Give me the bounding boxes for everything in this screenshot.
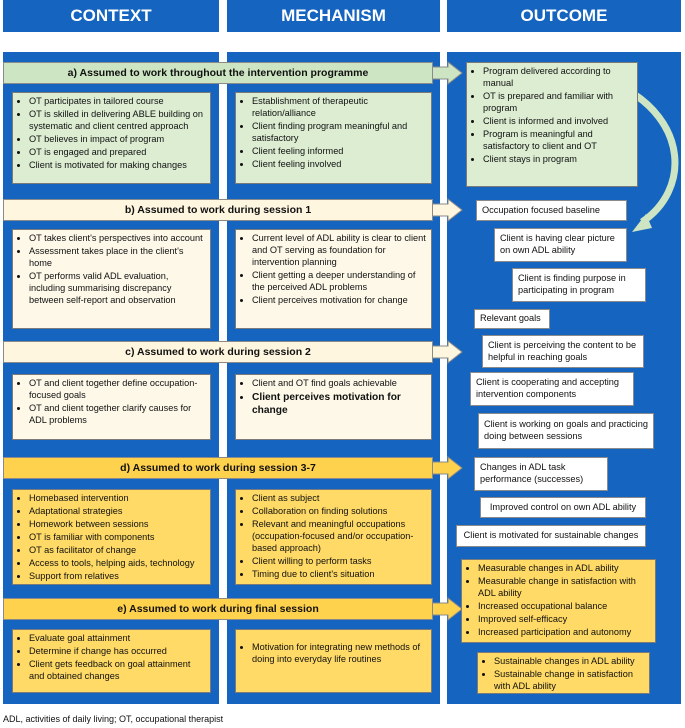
outcome-c1: Relevant goals xyxy=(474,309,550,329)
banner-b: b) Assumed to work during session 1 xyxy=(3,199,433,221)
list-item: OT is familiar with components xyxy=(29,532,205,544)
list-item: Program delivered according to manual xyxy=(483,66,632,90)
list-item: Client is motivated for making changes xyxy=(29,160,205,172)
mechanism-box-c: Client and OT find goals achievable Clie… xyxy=(235,374,432,440)
outcome-box-e1: Measurable changes in ADL ability Measur… xyxy=(461,559,656,643)
list-item: Establishment of therapeutic relation/al… xyxy=(252,96,426,120)
context-box-a: OT participates in tailored course OT is… xyxy=(12,92,211,184)
context-box-c: OT and client together define occupation… xyxy=(12,374,211,440)
list-item: Adaptational strategies xyxy=(29,506,205,518)
footnote: ADL, activities of daily living; OT, occ… xyxy=(3,714,224,724)
list-item: Sustainable change in satisfaction with … xyxy=(494,669,644,693)
outcome-b3: Client is finding purpose in participati… xyxy=(512,268,646,302)
list-item: OT is skilled in delivering ABLE buildin… xyxy=(29,109,205,133)
list-item: Client perceives motivation for change xyxy=(252,295,426,307)
outcome-d2: Improved control on own ADL ability xyxy=(480,497,646,518)
list-item: OT is engaged and prepared xyxy=(29,147,205,159)
banner-arrow-e xyxy=(431,596,463,622)
list-item: Client getting a deeper understanding of… xyxy=(252,270,426,294)
header-mechanism: MECHANISM xyxy=(227,0,440,32)
list-item: OT participates in tailored course xyxy=(29,96,205,108)
list-item: OT is prepared and familiar with program xyxy=(483,91,632,115)
list-item: OT and client together define occupation… xyxy=(29,378,205,402)
list-item: Client is informed and involved xyxy=(483,116,632,128)
list-item: Measurable changes in ADL ability xyxy=(478,563,650,575)
list-item: Client gets feedback on goal attainment … xyxy=(29,659,205,683)
mechanism-box-a: Establishment of therapeutic relation/al… xyxy=(235,92,432,184)
outcome-d3: Client is motivated for sustainable chan… xyxy=(456,525,646,547)
list-item: Homebased intervention xyxy=(29,493,205,505)
banner-arrow-d xyxy=(431,455,463,481)
outcome-d1: Changes in ADL task performance (success… xyxy=(474,457,608,491)
list-item: Increased participation and autonomy xyxy=(478,627,650,639)
list-item: Sustainable changes in ADL ability xyxy=(494,656,644,668)
mechanism-box-e: Motivation for integrating new methods o… xyxy=(235,629,432,693)
context-box-b: OT takes client's perspectives into acco… xyxy=(12,229,211,329)
outcome-b1: Occupation focused baseline xyxy=(476,200,627,221)
list-item: Relevant and meaningful occupations (occ… xyxy=(252,519,426,555)
outcome-b2: Client is having clear picture on own AD… xyxy=(494,228,627,262)
outcome-c4: Client is working on goals and practicin… xyxy=(478,413,654,449)
outcome-box-e2: Sustainable changes in ADL ability Susta… xyxy=(477,652,650,694)
banner-arrow-a xyxy=(431,60,463,86)
list-item: OT as facilitator of change xyxy=(29,545,205,557)
list-item: Client stays in program xyxy=(483,154,632,166)
list-item: OT performs valid ADL evaluation, includ… xyxy=(29,271,205,307)
list-item: Client as subject xyxy=(252,493,426,505)
list-item: Improved self-efficacy xyxy=(478,614,650,626)
outcome-box-a: Program delivered according to manual OT… xyxy=(466,62,638,187)
list-item: Motivation for integrating new methods o… xyxy=(252,642,426,666)
banner-e: e) Assumed to work during final session xyxy=(3,598,433,620)
list-item: OT takes client's perspectives into acco… xyxy=(29,233,205,245)
list-item: Current level of ADL ability is clear to… xyxy=(252,233,426,269)
list-item: Client and OT find goals achievable xyxy=(252,378,426,390)
list-item: OT believes in impact of program xyxy=(29,134,205,146)
banner-a: a) Assumed to work throughout the interv… xyxy=(3,62,433,84)
outcome-c3: Client is cooperating and accepting inte… xyxy=(470,372,634,406)
list-item: Collaboration on finding solutions xyxy=(252,506,426,518)
list-item: Timing due to client's situation xyxy=(252,569,426,581)
mechanism-box-b: Current level of ADL ability is clear to… xyxy=(235,229,432,329)
header-context: CONTEXT xyxy=(3,0,219,32)
outcome-c2: Client is perceiving the content to be h… xyxy=(482,335,644,368)
list-item: Access to tools, helping aids, technolog… xyxy=(29,558,205,570)
list-item: Evaluate goal attainment xyxy=(29,633,205,645)
list-item: Client perceives motivation for change xyxy=(252,391,426,418)
list-item: OT and client together clarify causes fo… xyxy=(29,403,205,427)
list-item: Client feeling involved xyxy=(252,159,426,171)
banner-arrow-c xyxy=(431,339,463,365)
banner-c: c) Assumed to work during session 2 xyxy=(3,341,433,363)
list-item: Client feeling informed xyxy=(252,146,426,158)
list-item: Homework between sessions xyxy=(29,519,205,531)
list-item: Support from relatives xyxy=(29,571,205,583)
list-item: Measurable change in satisfaction with A… xyxy=(478,576,650,600)
banner-d: d) Assumed to work during session 3-7 xyxy=(3,457,433,479)
context-box-d: Homebased intervention Adaptational stra… xyxy=(12,489,211,585)
list-item: Client willing to perform tasks xyxy=(252,556,426,568)
header-outcome: OUTCOME xyxy=(447,0,681,32)
context-box-e: Evaluate goal attainment Determine if ch… xyxy=(12,629,211,693)
mechanism-box-d: Client as subject Collaboration on findi… xyxy=(235,489,432,585)
list-item: Client finding program meaningful and sa… xyxy=(252,121,426,145)
list-item: Assessment takes place in the client's h… xyxy=(29,246,205,270)
list-item: Increased occupational balance xyxy=(478,601,650,613)
banner-arrow-b xyxy=(431,197,463,223)
list-item: Program is meaningful and satisfactory t… xyxy=(483,129,632,153)
list-item: Determine if change has occurred xyxy=(29,646,205,658)
curved-arrow xyxy=(618,82,679,232)
